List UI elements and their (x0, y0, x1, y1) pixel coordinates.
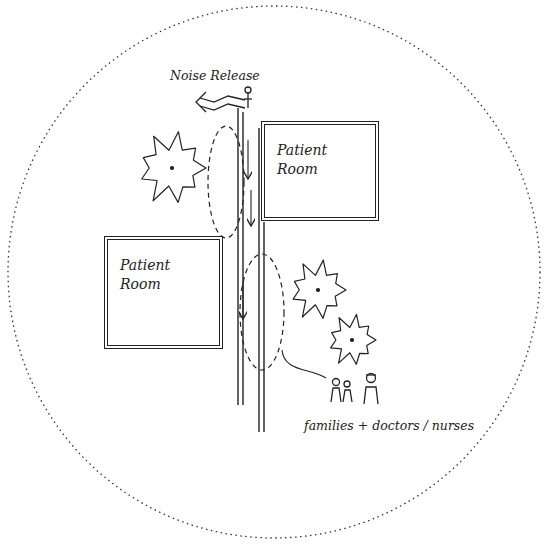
people-label: families + doctors / nurses (302, 418, 476, 433)
room-label: Patient Room (265, 125, 347, 185)
room-label: Patient Room (108, 240, 190, 300)
patient-room: Patient Room (261, 121, 379, 221)
tree-symbol (331, 314, 376, 364)
people-figures (331, 374, 378, 405)
note-label: Noise Release (168, 68, 262, 83)
tree-symbol (142, 132, 206, 203)
tree-symbol (293, 260, 346, 318)
boundary-circle (8, 6, 540, 538)
person-figure (244, 87, 252, 108)
patient-room: Patient Room (104, 236, 223, 349)
noise-release-arrow (196, 92, 245, 112)
